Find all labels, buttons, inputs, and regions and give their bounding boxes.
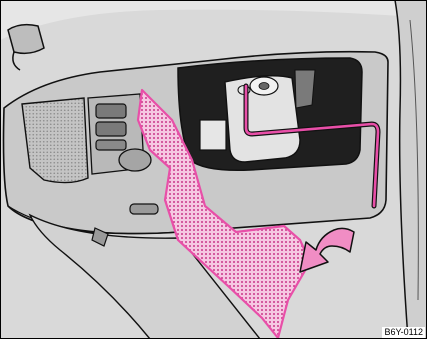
small-switch bbox=[130, 204, 158, 214]
figure-code: B6Y-0112 bbox=[382, 327, 425, 338]
switch-button-1 bbox=[96, 104, 126, 118]
switch-button-2 bbox=[96, 122, 126, 136]
lamp-tab bbox=[200, 120, 226, 150]
lamp-bracket bbox=[295, 70, 315, 108]
switch-button-3 bbox=[96, 140, 126, 150]
upper-clip bbox=[8, 25, 44, 54]
reading-lamp bbox=[119, 149, 151, 171]
speaker-grille bbox=[22, 98, 88, 183]
